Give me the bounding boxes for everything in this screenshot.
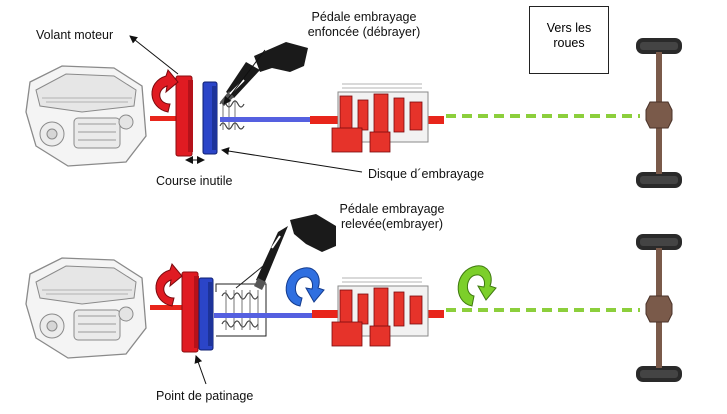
gearbox-icon [310,83,444,153]
flywheel [175,75,193,157]
label-point-de-patinage: Point de patinage [156,389,254,403]
label-pedale-relevee-line1: Pédale embrayage [339,202,445,216]
label-pedale-relevee-line2: relevée(embrayer) [340,217,444,231]
clutch-disc [202,81,218,155]
rotation-arrow-icon [457,265,497,307]
label-volant-moteur: Volant moteur [36,28,114,42]
arrow-point-de-patinage [194,355,207,385]
label-disque-embrayage: Disque d´embrayage [368,167,485,181]
gearbox-icon [312,277,444,347]
wheel-axle-icon [636,234,682,382]
wheel-axle-icon [636,38,682,188]
label-pedale-relevee: Pédale embrayage relevée(embrayer) [322,202,462,232]
top-system [25,35,682,188]
rotation-arrow-icon [285,267,325,307]
arrow-pedale-enfoncee [223,49,266,105]
input-shaft [214,313,312,318]
engine-icon [25,65,147,167]
arrow-disque-embrayage [221,147,363,173]
label-course-inutile: Course inutile [156,174,233,188]
engine-shaft [150,116,180,121]
vers-les-roues-box: Vers les roues [529,6,609,74]
label-pedale-enfoncee-line1: Pédale embrayage [311,10,417,24]
flywheel [181,271,199,353]
label-vers-les-roues-line2: roues [553,36,585,50]
pedal-icon [254,214,336,290]
label-pedale-enfoncee: Pédale embrayage enfoncée (débrayer) [294,10,434,40]
label-vers-les-roues-line1: Vers les [546,21,592,35]
engine-shaft [150,305,184,310]
bottom-system [25,214,682,385]
rotation-arrow-icon [151,68,179,113]
arrow-volant-moteur [129,35,179,75]
rotation-arrow-icon [155,262,183,307]
engine-icon [25,257,147,359]
clutch-disc [198,277,214,351]
input-shaft [220,117,312,122]
label-pedale-enfoncee-line2: enfoncée (débrayer) [307,25,421,39]
